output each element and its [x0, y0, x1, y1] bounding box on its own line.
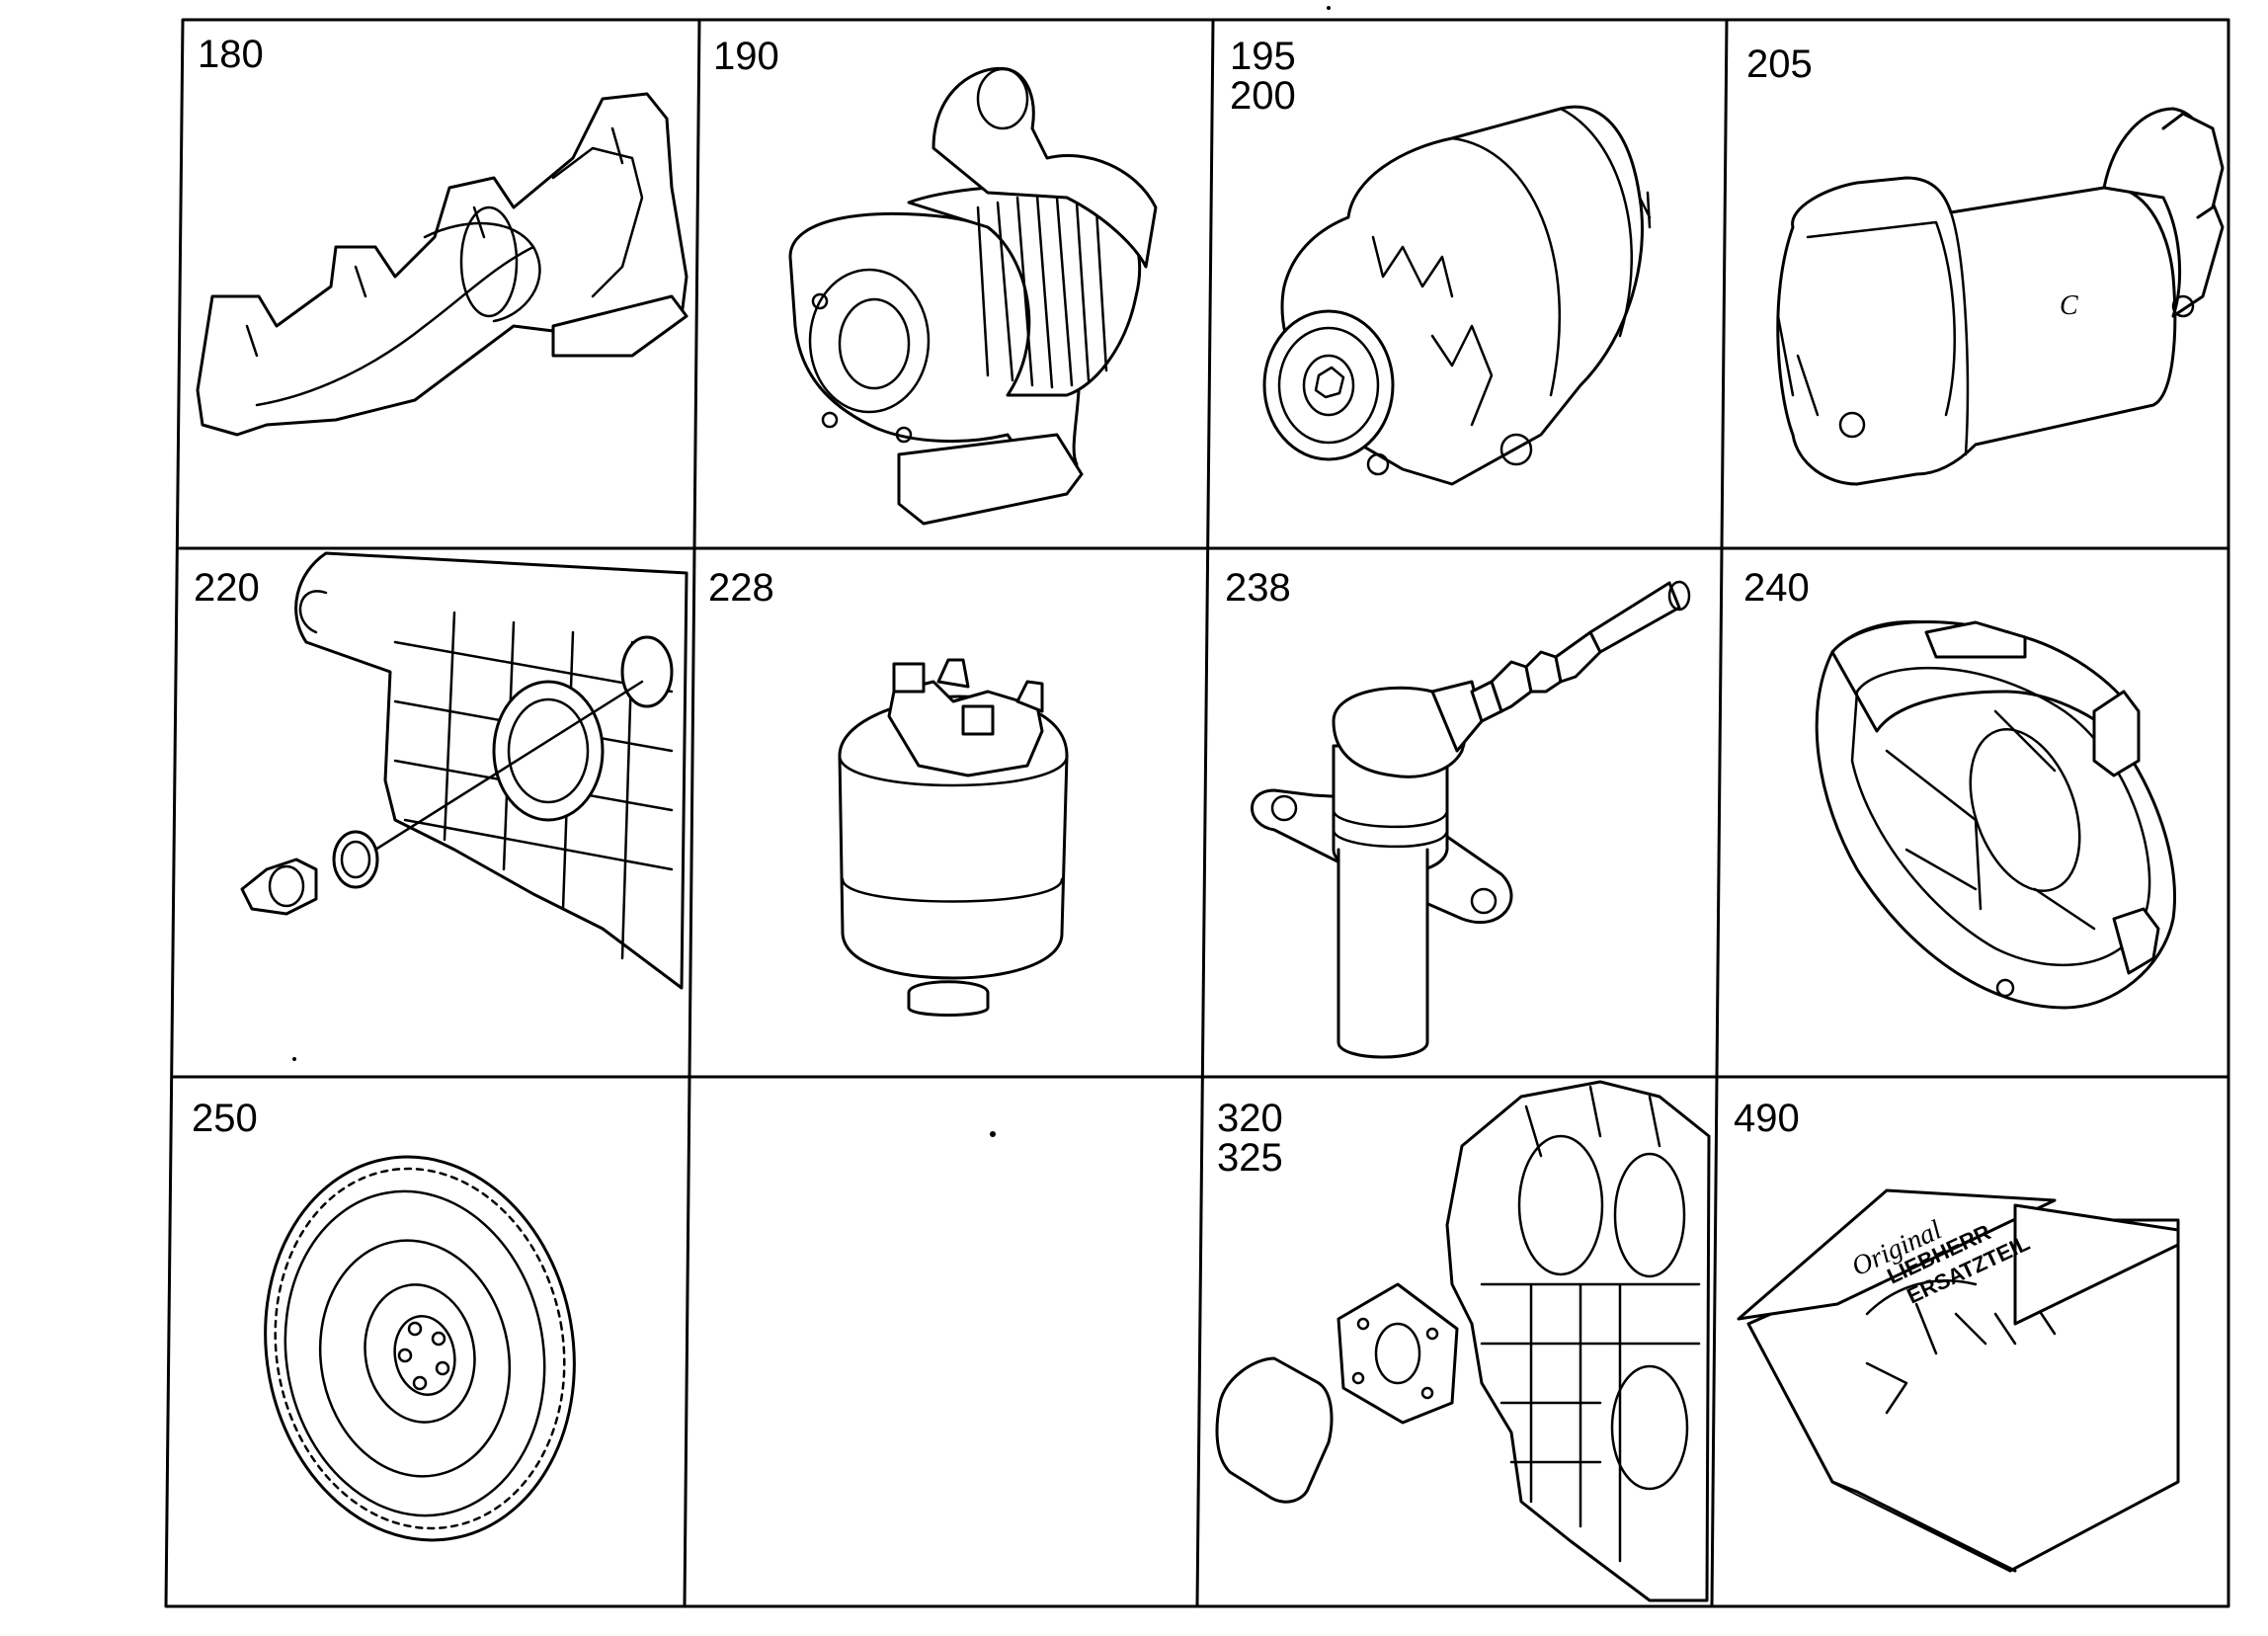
label-200: 200: [1230, 74, 1296, 118]
label-320: 320: [1217, 1097, 1283, 1140]
label-238: 238: [1225, 566, 1291, 610]
label-490: 490: [1734, 1097, 1800, 1140]
pressure-switch-drawing: [838, 658, 1069, 1017]
label-228: 228: [708, 566, 774, 610]
turbocharger-drawing: [788, 66, 1158, 526]
cover-and-gasket-drawing: [1215, 1080, 1711, 1602]
alternator-drawing: [1262, 105, 1652, 486]
label-220: 220: [194, 566, 260, 610]
label-240: 240: [1743, 566, 1810, 610]
label-250: 250: [192, 1097, 258, 1140]
label-180: 180: [198, 33, 264, 76]
cell-labels: 180 190 195 200 205 220 228 238 240 250 …: [192, 33, 1813, 1180]
flywheel-drawing: [264, 1155, 576, 1542]
starter-motor-drawing: C: [1776, 107, 2225, 486]
margin-dot: [292, 1057, 296, 1061]
top-mark: [1327, 6, 1331, 10]
stray-dot: [990, 1131, 996, 1137]
label-195: 195: [1230, 35, 1296, 78]
grid-frame: [164, 18, 2230, 1608]
label-190: 190: [713, 35, 779, 78]
label-205: 205: [1746, 42, 1813, 86]
exhaust-manifold-drawing: [196, 92, 688, 437]
starter-mark: C: [2060, 290, 2078, 321]
flywheel-housing-drawing: [1815, 619, 2176, 1010]
label-325: 325: [1217, 1136, 1283, 1180]
crankcase-seal-drawing: [240, 551, 688, 990]
spare-parts-box-drawing: Original LIEBHERR ERSATZTEIL: [1737, 1188, 2180, 1573]
speed-sensor-drawing: [1251, 580, 1691, 1059]
